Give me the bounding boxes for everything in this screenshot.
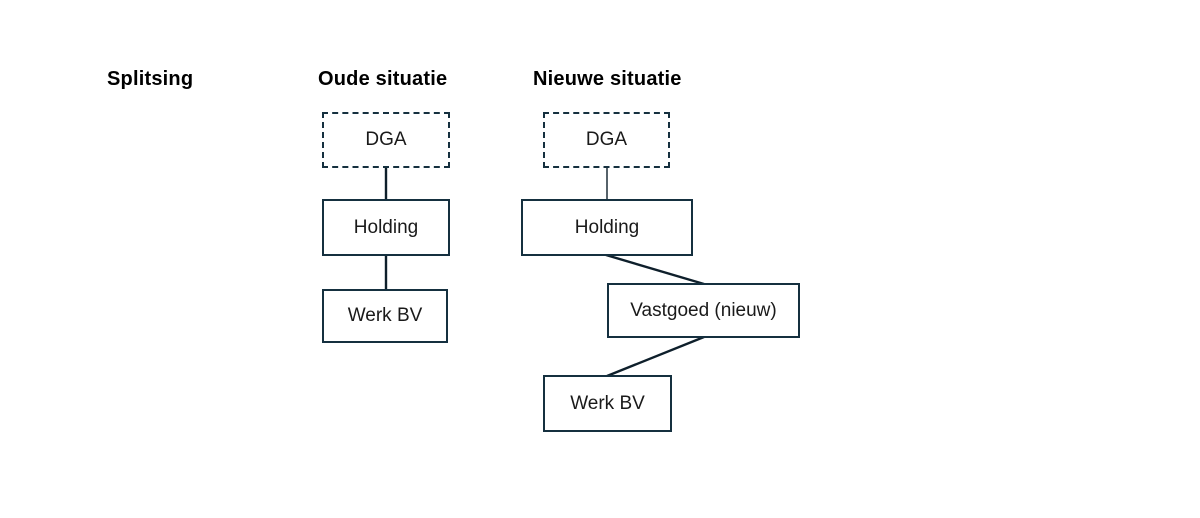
node-new-vastgoed-label: Vastgoed (nieuw): [630, 299, 777, 321]
node-new-holding-label: Holding: [574, 216, 640, 238]
column-header-oude-situatie: Oude situatie: [318, 68, 448, 90]
node-new-dga: DGA: [543, 112, 670, 168]
node-old-werk-bv-label: Werk BV: [347, 305, 423, 326]
node-old-holding-label: Holding: [353, 216, 419, 238]
node-old-dga-label: DGA: [365, 129, 407, 150]
node-old-holding: Holding: [322, 199, 450, 256]
diagram-title: Splitsing: [107, 68, 194, 90]
node-old-dga: DGA: [322, 112, 450, 168]
node-new-vastgoed: Vastgoed (nieuw): [607, 283, 800, 338]
node-new-dga-label: DGA: [585, 129, 628, 150]
node-old-werk-bv: Werk BV: [322, 289, 448, 343]
node-new-werk-bv: Werk BV: [543, 375, 672, 432]
node-new-holding: Holding: [521, 199, 693, 256]
column-header-nieuwe-situatie: Nieuwe situatie: [533, 68, 682, 90]
connector-new-holding-vastgoed: [605, 253, 705, 286]
connector-new-vastgoed-werkbv: [606, 335, 705, 378]
node-new-werk-bv-label: Werk BV: [570, 392, 645, 414]
